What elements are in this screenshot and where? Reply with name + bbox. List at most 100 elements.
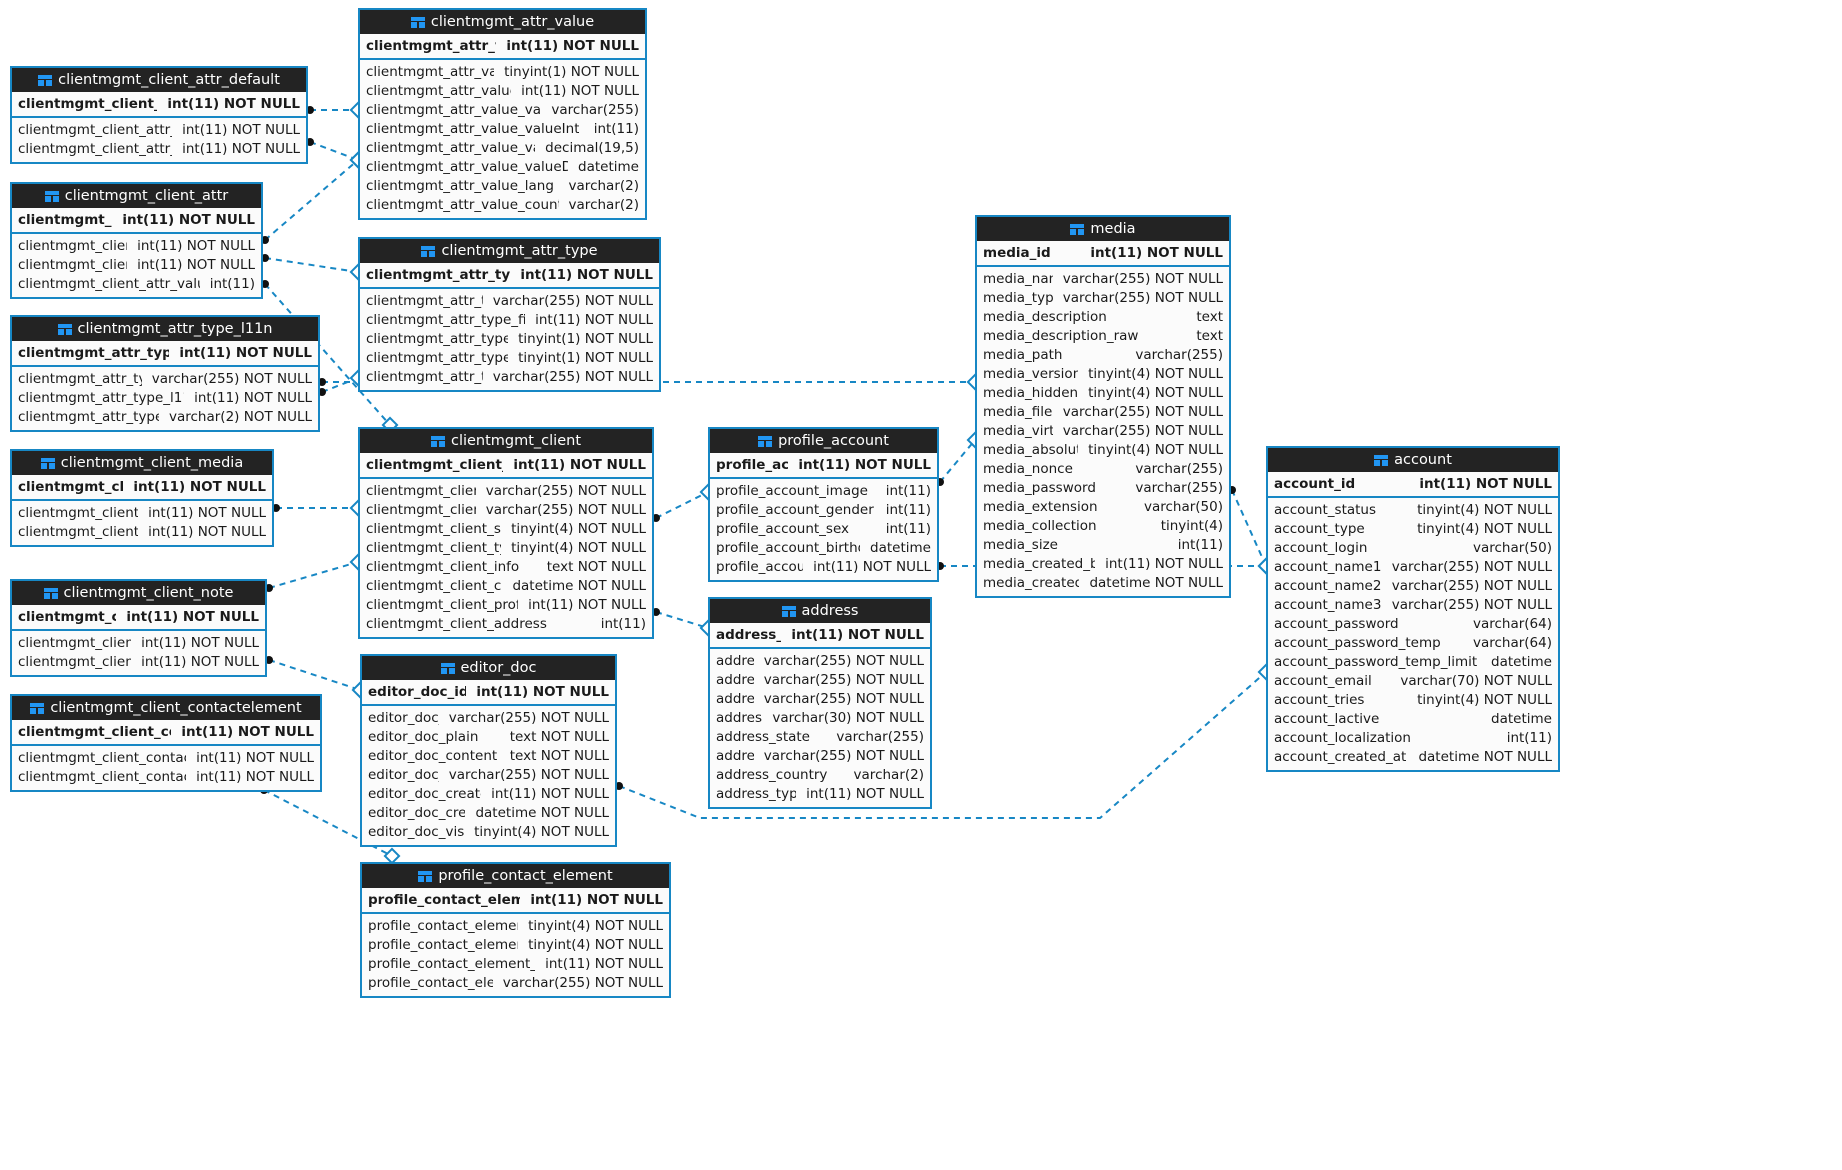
column-row[interactable]: address_namevarchar(255) NOT NULL [710, 652, 930, 671]
entity-clientmgmt_attr_type[interactable]: clientmgmt_attr_typeclientmgmt_attr_type… [358, 237, 661, 392]
column-row[interactable]: editor_doc_titlevarchar(255) NOT NULL [362, 709, 615, 728]
column-row[interactable]: clientmgmt_attr_value_defaulttinyint(1) … [360, 63, 645, 82]
column-row[interactable]: clientmgmt_client_contactelement_dstint(… [12, 749, 320, 768]
column-row[interactable]: clientmgmt_client_contactelement_srcint(… [12, 768, 320, 787]
column-row[interactable]: clientmgmt_client_attr_default_valueint(… [12, 140, 306, 159]
column-row[interactable]: address_addressvarchar(255) NOT NULL [710, 690, 930, 709]
entity-clientmgmt_client_note[interactable]: clientmgmt_client_noteclientmgmt_client_… [10, 579, 267, 677]
column-row[interactable]: address_typeint(11) NOT NULL [710, 785, 930, 804]
primary-key-row[interactable]: clientmgmt_client_contactelement_idint(1… [12, 720, 320, 746]
column-row[interactable]: profile_contact_element_contentvarchar(2… [362, 974, 669, 993]
column-row[interactable]: media_versionedtinyint(4) NOT NULL [977, 365, 1229, 384]
column-row[interactable]: clientmgmt_attr_type_patternvarchar(255)… [360, 368, 659, 387]
column-row[interactable]: profile_contact_element_orderint(11) NOT… [362, 955, 669, 974]
entity-clientmgmt_client[interactable]: clientmgmt_clientclientmgmt_client_idint… [358, 427, 654, 639]
column-row[interactable]: clientmgmt_client_profileint(11) NOT NUL… [360, 596, 652, 615]
column-row[interactable]: clientmgmt_attr_value_valueStrvarchar(25… [360, 101, 645, 120]
column-row[interactable]: clientmgmt_attr_type_requiredtinyint(1) … [360, 349, 659, 368]
column-row[interactable]: clientmgmt_client_media_dstint(11) NOT N… [12, 504, 272, 523]
column-row[interactable]: media_typevarchar(255) NOT NULL [977, 289, 1229, 308]
column-row[interactable]: media_absolutetinyint(4) NOT NULL [977, 441, 1229, 460]
column-row[interactable]: profile_contact_element_subtypetinyint(4… [362, 936, 669, 955]
column-row[interactable]: clientmgmt_attr_type_l11n_typeint(11) NO… [12, 389, 318, 408]
column-row[interactable]: media_namevarchar(255) NOT NULL [977, 270, 1229, 289]
column-row[interactable]: address_postalvarchar(30) NOT NULL [710, 709, 930, 728]
column-row[interactable]: profile_account_accountint(11) NOT NULL [710, 558, 937, 577]
primary-key-row[interactable]: clientmgmt_client_attr_default_idint(11)… [12, 92, 306, 118]
column-row[interactable]: clientmgmt_attr_type_customtinyint(1) NO… [360, 330, 659, 349]
column-row[interactable]: clientmgmt_client_media_srcint(11) NOT N… [12, 523, 272, 542]
column-row[interactable]: clientmgmt_attr_value_typeint(11) NOT NU… [360, 82, 645, 101]
entity-clientmgmt_client_media[interactable]: clientmgmt_client_mediaclientmgmt_client… [10, 449, 274, 547]
column-row[interactable]: clientmgmt_client_note_srcint(11) NOT NU… [12, 653, 265, 672]
column-row[interactable]: clientmgmt_client_attr_default_typeint(1… [12, 121, 306, 140]
column-row[interactable]: clientmgmt_attr_type_namevarchar(255) NO… [360, 292, 659, 311]
entity-clientmgmt_client_attr[interactable]: clientmgmt_client_attrclientmgmt_client_… [10, 182, 263, 299]
column-row[interactable]: address_cityvarchar(255) NOT NULL [710, 747, 930, 766]
column-row[interactable]: clientmgmt_attr_type_l11n_titlevarchar(2… [12, 370, 318, 389]
column-row[interactable]: clientmgmt_attr_type_fieldsint(11) NOT N… [360, 311, 659, 330]
column-row[interactable]: clientmgmt_client_novarchar(255) NOT NUL… [360, 482, 652, 501]
column-row[interactable]: address_additionvarchar(255) NOT NULL [710, 671, 930, 690]
column-row[interactable]: clientmgmt_attr_value_valueDecdecimal(19… [360, 139, 645, 158]
column-row[interactable]: clientmgmt_client_note_dstint(11) NOT NU… [12, 634, 265, 653]
column-row[interactable]: editor_doc_visibletinyint(4) NOT NULL [362, 823, 615, 842]
entity-profile_account[interactable]: profile_accountprofile_account_idint(11)… [708, 427, 939, 582]
entity-clientmgmt_attr_value[interactable]: clientmgmt_attr_valueclientmgmt_attr_val… [358, 8, 647, 220]
column-row[interactable]: editor_doc_virtualvarchar(255) NOT NULL [362, 766, 615, 785]
